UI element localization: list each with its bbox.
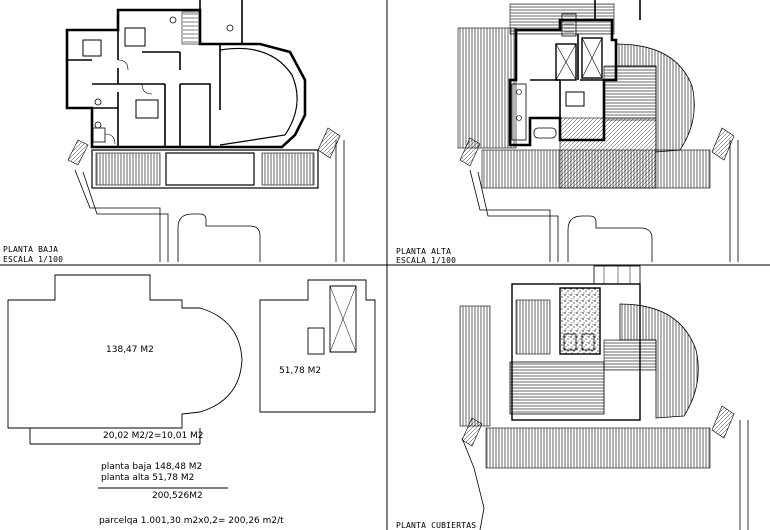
area-outlines	[7, 274, 376, 489]
summary-upper-label: planta alta 51,78 M2	[101, 473, 195, 483]
ground-area-label: 138,47 M2	[106, 345, 154, 355]
ground-floor-title: PLANTA BAJA	[3, 245, 59, 254]
ground-floor-scale: ESCALA 1/100	[3, 255, 64, 264]
summary-ground-label: planta baja 148,48 M2	[101, 462, 203, 472]
upper-floor-plan	[457, 0, 739, 262]
ground-floor-plan	[65, 0, 345, 262]
upper-floor-scale: ESCALA 1/100	[396, 256, 457, 265]
upper-floor-title: PLANTA ALTA	[396, 247, 452, 256]
total-area-label: 200,526M2	[152, 491, 203, 501]
parcel-calc-label: parcelqa 1.001,30 m2x0,2= 200,26 m2/t	[99, 516, 284, 526]
terrace-calc-label: 20,02 M2/2=10,01 M2	[103, 431, 204, 441]
upper-area-label: 51,78 M2	[279, 366, 322, 376]
roof-plan-title: PLANTA CUBIERTAS	[396, 521, 477, 530]
roof-plan	[459, 265, 749, 530]
